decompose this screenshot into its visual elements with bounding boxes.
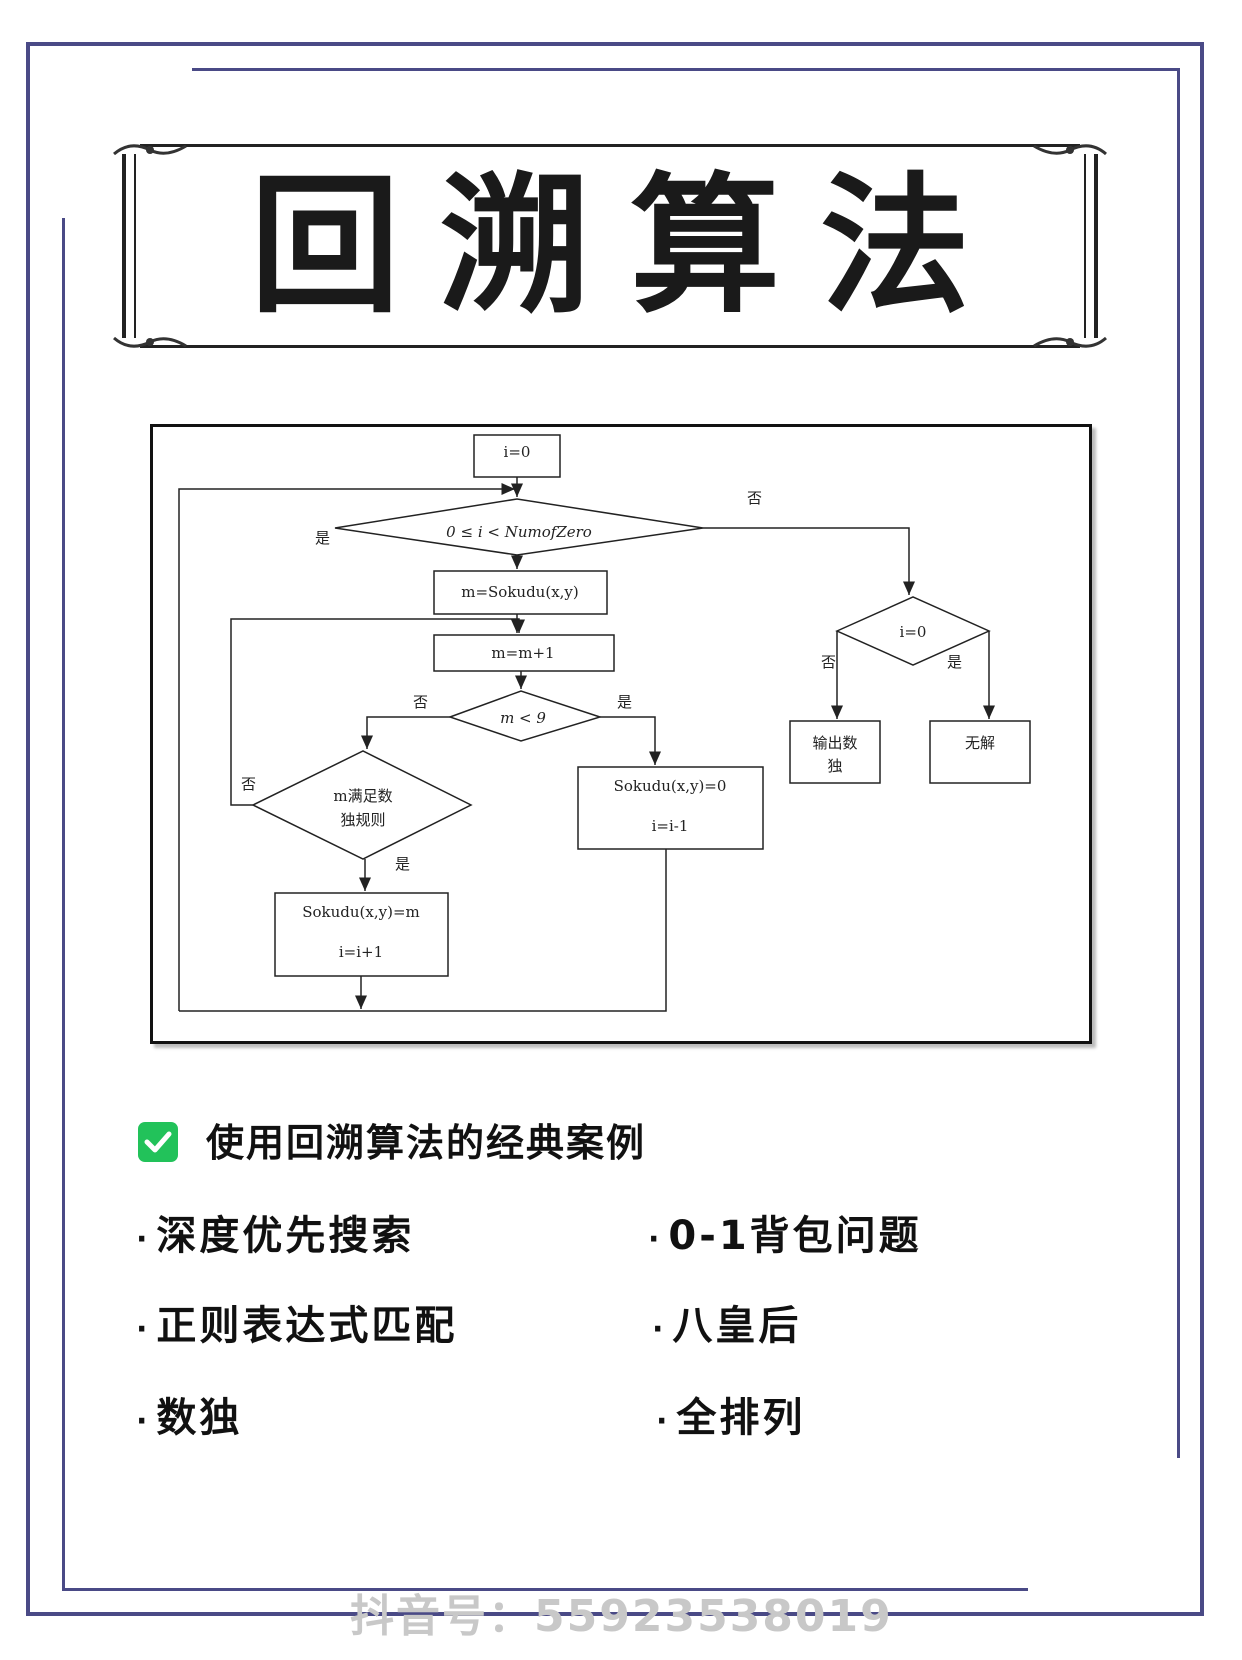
- flowchart-box: i=0 0 ≤ i < NumofZero m=Sokudu(x,y) m=m+…: [150, 424, 1092, 1044]
- label-check-yes: 是: [617, 693, 632, 711]
- label-loop-yes: 是: [315, 529, 330, 547]
- label-final-yes: 是: [947, 653, 962, 671]
- case-item-label: 0-1背包问题: [668, 1213, 922, 1259]
- loop-condition-text: 0 ≤ i < NumofZero: [446, 523, 592, 541]
- case-item: ·正则表达式匹配: [136, 1303, 458, 1349]
- corner-ornament-icon: [1033, 336, 1107, 348]
- case-item: ·八皇后: [652, 1303, 802, 1349]
- rule-check-text-line1: m满足数: [333, 787, 392, 805]
- reset-box: [577, 766, 764, 850]
- no-solution-box: [929, 720, 1031, 784]
- corner-ornament-icon: [113, 336, 187, 348]
- title-banner: 回溯算法: [110, 136, 1110, 356]
- connector-loop-back: [178, 483, 515, 1011]
- banner-right-line-inner: [1084, 154, 1086, 338]
- inner-frame-bottom: [62, 1588, 1028, 1591]
- banner-left-line: [122, 154, 126, 338]
- case-item-label: 正则表达式匹配: [156, 1303, 458, 1349]
- corner-ornament-icon: [1033, 144, 1107, 156]
- banner-right-line: [1094, 154, 1098, 338]
- output-text-line2: 独: [827, 757, 842, 775]
- page-title: 回溯算法: [249, 160, 1010, 334]
- label-rule-yes: 是: [395, 855, 410, 873]
- flowchart-diagram: i=0 0 ≤ i < NumofZero m=Sokudu(x,y) m=m+…: [178, 434, 1031, 1012]
- label-check-no: 否: [413, 693, 428, 711]
- label-rule-no: 否: [241, 775, 256, 793]
- connector-check-yes: [600, 716, 661, 765]
- increment-m-box: [433, 634, 615, 672]
- fill-box: [274, 892, 449, 977]
- fill-text-line1: Sokudu(x,y)=m: [302, 903, 420, 921]
- banner-top-line: [140, 144, 1080, 147]
- corner-ornament-icon: [113, 144, 187, 156]
- rule-check-text-line2: 独规则: [340, 811, 385, 829]
- m-check-text: m < 9: [500, 709, 546, 727]
- connector-check-no: [361, 716, 450, 749]
- init-box: [473, 434, 561, 478]
- inner-frame-right: [1177, 68, 1180, 1458]
- banner-left-line-inner: [134, 154, 136, 338]
- rule-check-diamond: [251, 750, 473, 860]
- inner-frame-top: [192, 68, 1180, 71]
- case-item: ·数独: [136, 1395, 243, 1441]
- case-item: ·全排列: [656, 1395, 806, 1441]
- fill-text-line2: i=i+1: [339, 943, 383, 961]
- outer-frame: [26, 42, 1204, 1616]
- banner-bottom-line: [140, 345, 1080, 348]
- inner-frame-left: [62, 218, 65, 1590]
- case-item-label: 八皇后: [672, 1303, 802, 1349]
- cases-heading: 使用回溯算法的经典案例: [206, 1121, 647, 1165]
- output-text-line1: 输出数: [812, 734, 857, 752]
- label-loop-no: 否: [747, 489, 762, 507]
- increment-m-text: m=m+1: [491, 644, 554, 662]
- no-solution-text: 无解: [965, 734, 995, 752]
- reset-text-line1: Sokudu(x,y)=0: [614, 777, 727, 795]
- case-item-label: 数独: [156, 1395, 243, 1441]
- case-item: ·深度优先搜索: [136, 1213, 415, 1259]
- final-check-text: i=0: [900, 623, 927, 641]
- assign-m-box: [433, 570, 608, 615]
- reset-text-line2: i=i-1: [652, 817, 689, 835]
- connector-rule-no-back: [230, 618, 525, 806]
- case-item-label: 深度优先搜索: [156, 1213, 415, 1259]
- init-text: i=0: [504, 443, 531, 461]
- checkbox-checked-icon: [138, 1122, 178, 1162]
- case-item: ·0-1背包问题: [648, 1213, 922, 1259]
- connector-bottom-loop: [179, 849, 667, 1012]
- connector-loop-no: [703, 527, 915, 595]
- output-box: [789, 720, 881, 784]
- case-item-label: 全排列: [676, 1395, 806, 1441]
- assign-m-text: m=Sokudu(x,y): [461, 583, 579, 601]
- watermark: 抖音号：55923538019: [350, 1591, 893, 1642]
- label-final-no: 否: [821, 653, 836, 671]
